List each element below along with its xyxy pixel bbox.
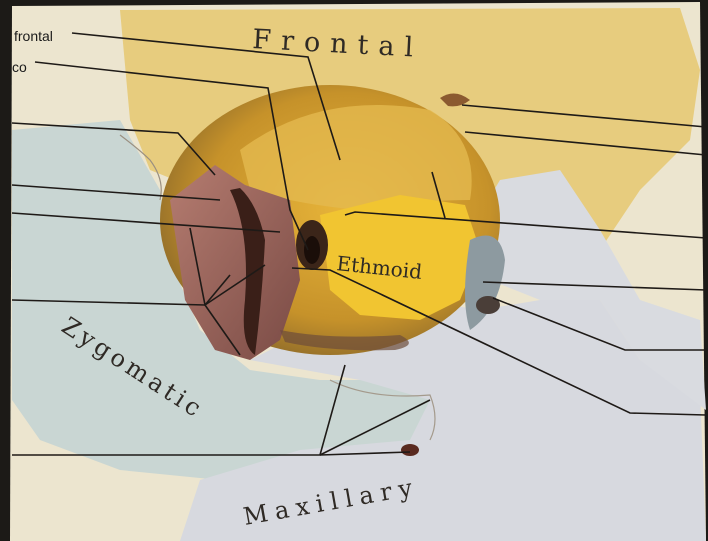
partial-edge-label: co: [12, 59, 27, 75]
optic-canal-inner: [304, 236, 320, 264]
frontal-edge-label: frontal: [14, 28, 53, 44]
infraorbital-foramen: [401, 444, 419, 456]
